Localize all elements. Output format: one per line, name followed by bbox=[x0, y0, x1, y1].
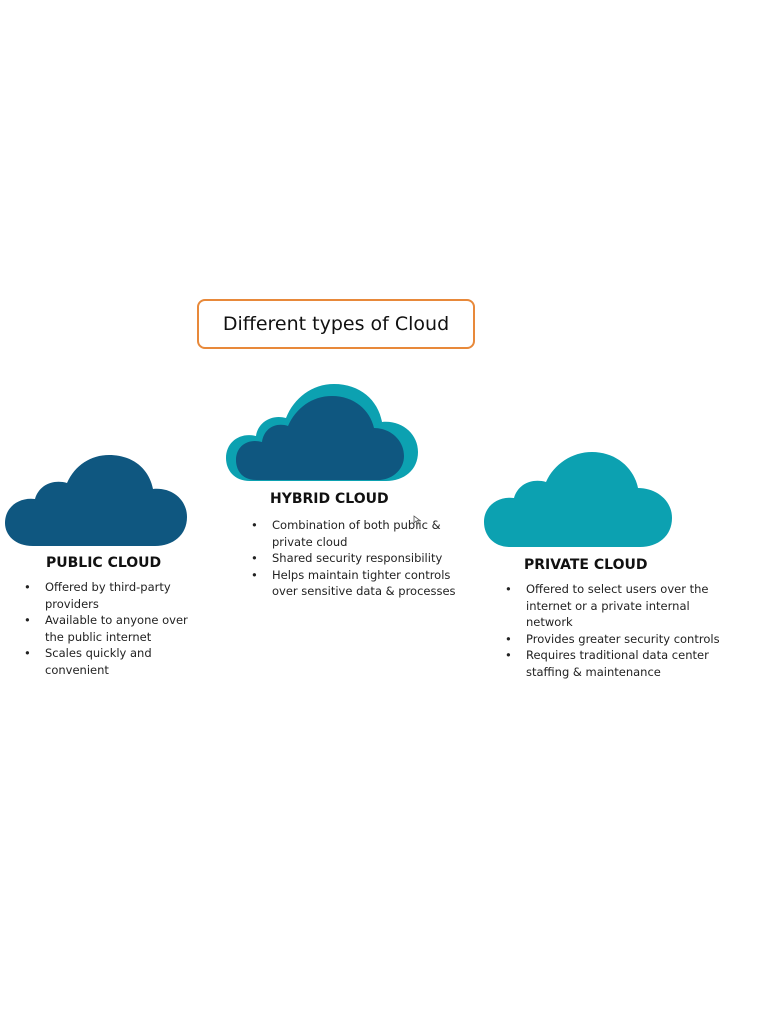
list-item: •Provides greater security controls bbox=[505, 631, 720, 646]
list-item: •Offered by third-party providers bbox=[24, 580, 171, 611]
list-item: •Scales quickly and convenient bbox=[24, 646, 152, 677]
hybrid-cloud-icon bbox=[226, 384, 418, 482]
list-item: •Combination of both public & private cl… bbox=[251, 518, 441, 549]
public-cloud-bullets: •Offered by third-party providers •Avail… bbox=[24, 579, 210, 678]
list-item: •Helps maintain tighter controls over se… bbox=[251, 567, 456, 599]
list-item: •Shared security responsibility bbox=[251, 551, 443, 565]
hybrid-cloud-title: HYBRID CLOUD bbox=[270, 491, 389, 507]
diagram-title: Different types of Cloud bbox=[197, 299, 475, 349]
private-cloud-title: PRIVATE CLOUD bbox=[524, 557, 648, 573]
list-item: •Offered to select users over the intern… bbox=[505, 582, 709, 629]
private-cloud-bullets: •Offered to select users over the intern… bbox=[505, 581, 733, 680]
public-cloud-icon bbox=[5, 455, 187, 547]
private-cloud-icon bbox=[484, 452, 672, 548]
public-cloud-title: PUBLIC CLOUD bbox=[46, 555, 162, 571]
diagram-title-text: Different types of Cloud bbox=[222, 313, 450, 335]
hybrid-cloud-bullets: •Combination of both public & private cl… bbox=[251, 517, 461, 600]
list-item: •Available to anyone over the public int… bbox=[24, 613, 188, 644]
list-item: •Requires traditional data center staffi… bbox=[505, 648, 709, 679]
